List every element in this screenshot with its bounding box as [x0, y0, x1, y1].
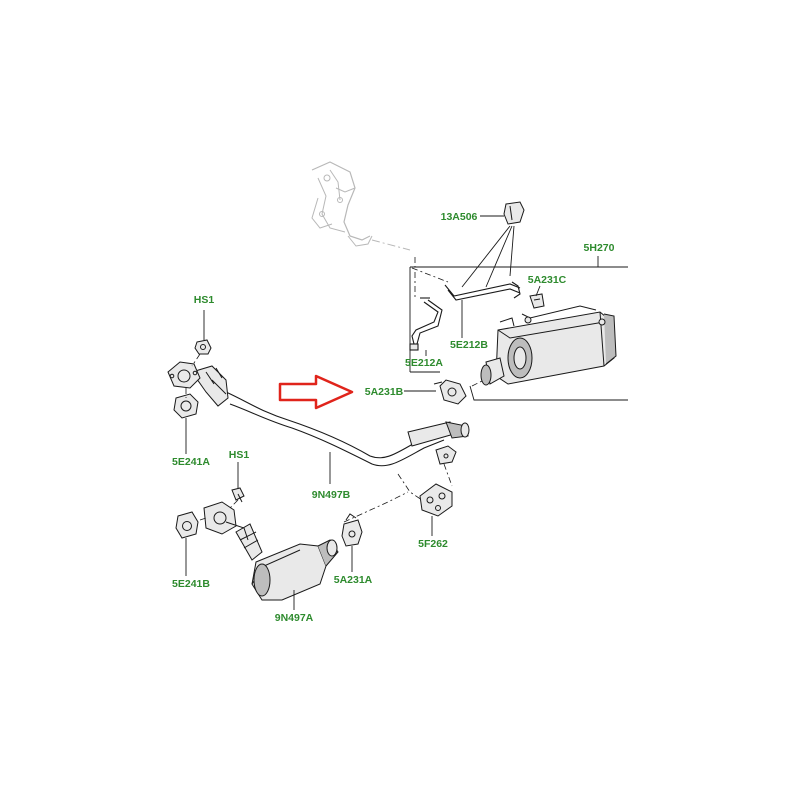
- mount-5a231c: [529, 293, 545, 309]
- part-labels: HS1 5E241A HS1 5E241B 9N497B 9N497A 5A23…: [172, 211, 615, 624]
- highlight-arrow-icon: [278, 374, 354, 410]
- label-9n497b: 9N497B: [312, 489, 351, 501]
- catalyst-9n497a: [235, 523, 339, 601]
- bracket-5f262: [419, 483, 453, 517]
- label-5e212b: 5E212B: [450, 339, 488, 351]
- label-5e212a: 5E212A: [405, 357, 443, 369]
- cat-flange: [203, 501, 249, 541]
- bolt-hs1-bottom: [231, 487, 245, 503]
- leader-lines: [185, 215, 599, 610]
- label-5a231c: 5A231C: [528, 274, 567, 286]
- label-5a231a: 5A231A: [334, 574, 373, 586]
- pressure-tube-5e212b: [444, 281, 521, 301]
- pipe-hanger-bracket: [435, 445, 457, 465]
- label-5e241a: 5E241A: [172, 456, 210, 468]
- assembly-centerlines: [185, 353, 485, 523]
- mount-5a231a: [341, 513, 363, 547]
- dpf-unit: [480, 305, 617, 386]
- dpf-group-outline: [409, 266, 628, 401]
- pipe-9n497b: [225, 391, 445, 467]
- label-9n497a: 9N497A: [275, 612, 314, 624]
- bracket-13a506-leaders: [461, 225, 515, 288]
- ghost-centerline: [371, 239, 411, 251]
- label-hs1-bottom: HS1: [229, 449, 250, 461]
- label-5f262: 5F262: [418, 538, 448, 550]
- label-5a231b: 5A231B: [365, 386, 404, 398]
- nut-hs1-top: [194, 339, 212, 355]
- bracket-13a506: [503, 201, 525, 225]
- pressure-tube-5e212a: [409, 297, 443, 351]
- mount-5a231b: [433, 379, 467, 405]
- label-5h270: 5H270: [584, 242, 615, 254]
- gasket-5e241a: [173, 393, 199, 419]
- engine-bracket-ghost: [311, 161, 373, 247]
- tube-centerline-b: [411, 267, 449, 283]
- pipe-9n497b-end: [407, 421, 470, 447]
- front-flange: [167, 361, 201, 389]
- label-hs1-top: HS1: [194, 294, 215, 306]
- label-13a506: 13A506: [441, 211, 478, 223]
- label-5e241b: 5E241B: [172, 578, 210, 590]
- gasket-5e241b: [175, 511, 199, 539]
- front-downpipe: [191, 365, 229, 407]
